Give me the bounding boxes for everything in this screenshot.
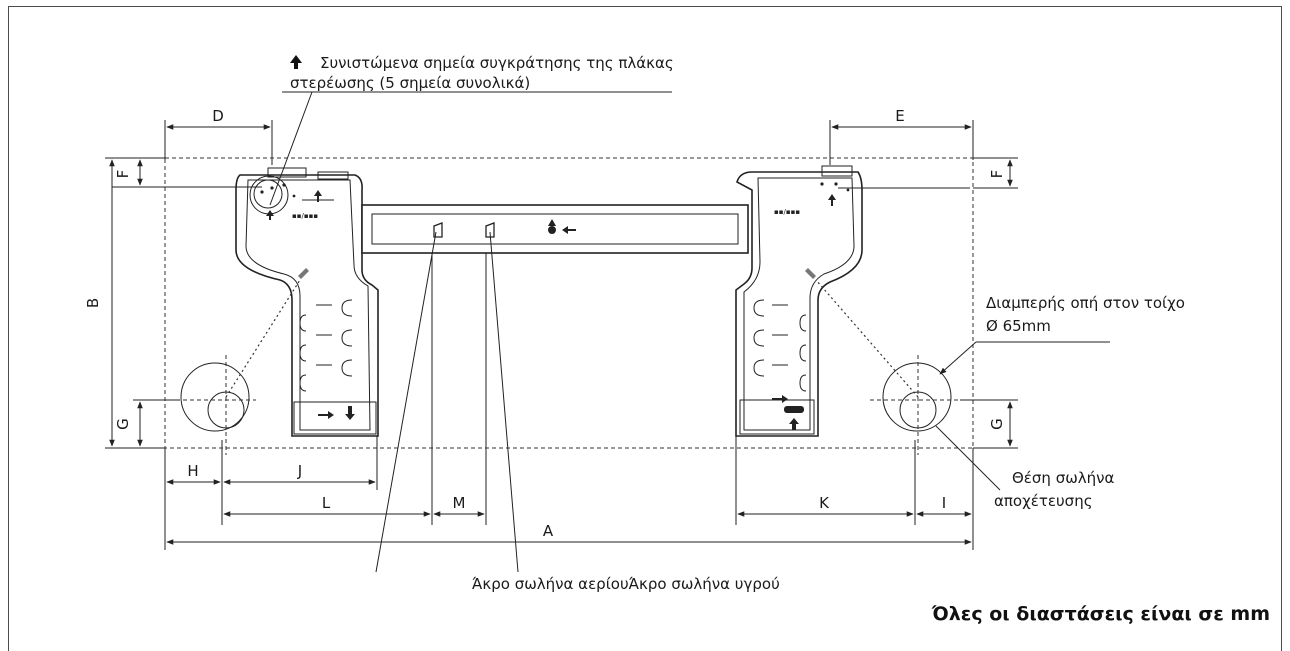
dim-label-k: K [819,494,830,512]
hole-label-line-1: Διαμπερής οπή στον τοίχο [986,294,1185,312]
dim-label-f-left: F [114,170,132,179]
dim-label-d: D [212,107,224,125]
connecting-bar [361,204,749,254]
drain-label-line-2: αποχέτευσης [994,492,1093,510]
svg-text:▪▪/▪▪▪: ▪▪/▪▪▪ [774,208,800,216]
pipe-label: Άκρο σωλήνα αερίουΆκρο σωλήνα υγρού [472,575,780,593]
outline-envelope [164,157,974,449]
dim-label-m: M [453,494,466,512]
dim-label-j: J [297,462,302,480]
hole-label-line-2: Ø 65mm [986,317,1051,335]
dim-label-f-right: F [988,170,1006,179]
units-note: Όλες οι διαστάσεις είναι σε mm [931,603,1270,625]
left-bracket: ▪▪/▪▪▪ [235,167,379,437]
diagram-frame [8,6,1282,651]
svg-text:▪▪/▪▪▪: ▪▪/▪▪▪ [292,212,318,220]
leader-lines [112,91,1110,573]
right-bracket: ▪▪/▪▪▪ [735,165,863,437]
dim-label-a: A [543,522,554,540]
dim-label-g-left: G [114,418,132,430]
note-line-1: Συνιστώμενα σημεία συγκράτησης της πλάκα… [320,54,674,72]
wall-hole-left [176,279,301,455]
dim-label-e: E [895,107,904,125]
dimension-lines [105,120,1018,550]
dim-label-g-right: G [988,418,1006,430]
drain-label-line-1: Θέση σωλήνα [1012,469,1115,487]
dim-label-h: H [187,462,198,480]
note-line-2: στερέωσης (5 σημεία συνολικά) [290,74,530,92]
dim-label-l: L [322,494,331,512]
up-arrow-icon [290,55,302,69]
dim-label-b: B [84,298,102,308]
dim-label-i: I [942,494,946,512]
wall-hole-right [815,279,960,455]
